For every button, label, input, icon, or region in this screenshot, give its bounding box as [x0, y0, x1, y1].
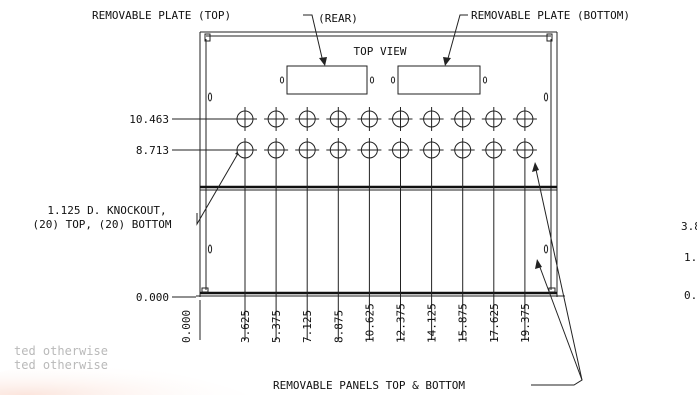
- column-dim-10: 19.375: [519, 303, 532, 343]
- knockout-bottom-5: [357, 138, 382, 162]
- column-dim-6: 12.375: [395, 303, 408, 343]
- knockout-bottom-2: [264, 138, 289, 162]
- column-dim-7: 14.125: [426, 303, 439, 343]
- knockout-top-4: [326, 107, 351, 131]
- watermark-text-2: ted otherwise: [14, 358, 108, 372]
- knockout-top-6: [388, 107, 413, 131]
- column-dim-9: 17.625: [488, 303, 501, 343]
- removable-panels-label: REMOVABLE PANELS TOP & BOTTOM: [273, 379, 465, 392]
- plate-top-label: REMOVABLE PLATE (TOP): [92, 9, 231, 22]
- enclosure-outline: [196, 31, 565, 297]
- knockout-top-1: [233, 107, 257, 131]
- leader-arrowheads: [235, 57, 542, 269]
- watermark-swoosh: [0, 363, 250, 395]
- removable-plate-bottom-outline: [390, 65, 488, 95]
- knockout-note-line1: 1.125 D. KNOCKOUT,: [47, 204, 166, 217]
- origin-y-label: 0.000: [136, 291, 169, 304]
- knockout-top-10: [512, 107, 537, 131]
- knockout-top-5: [357, 107, 382, 131]
- knockout-bottom-8: [450, 138, 475, 162]
- leader-lines: [196, 14, 583, 386]
- knockout-bottom-7: [419, 138, 444, 162]
- knockout-bottom-10: [512, 138, 537, 162]
- top-view-label: TOP VIEW: [354, 45, 407, 58]
- column-dim-1: 3.625: [239, 310, 252, 343]
- knockout-bottom-4: [326, 138, 351, 162]
- knockout-bottom-3: [295, 138, 320, 162]
- knockout-top-9: [481, 107, 506, 131]
- removable-plate-top-outline: [279, 65, 375, 95]
- column-dim-3: 7.125: [301, 310, 314, 343]
- column-dim-5: 10.625: [363, 303, 376, 343]
- knockout-bottom-9: [481, 138, 506, 162]
- row-dim-top: 10.463: [129, 113, 169, 126]
- watermark-text-1: ted otherwise: [14, 344, 108, 358]
- knockout-top-2: [264, 107, 289, 131]
- knockout-grid: [233, 107, 537, 162]
- column-dim-2: 5.375: [270, 310, 283, 343]
- column-extension-lines: [244, 162, 526, 340]
- knockout-bottom-1: [233, 138, 257, 162]
- right-partial-dim-3: 0.0: [684, 289, 697, 302]
- column-dim-8: 15.875: [457, 303, 470, 343]
- right-partial-dim-2: 1.8: [684, 251, 697, 264]
- rear-label: (REAR): [318, 12, 358, 25]
- knockout-top-3: [295, 107, 320, 131]
- knockout-top-8: [450, 107, 475, 131]
- column-dimensions: 3.625 5.375 7.125 8.875 10.625 12.375 14.125 15…: [239, 303, 532, 343]
- knockout-top-7: [419, 107, 444, 131]
- column-dim-4: 8.875: [332, 310, 345, 343]
- plate-bottom-label: REMOVABLE PLATE (BOTTOM): [471, 9, 630, 22]
- row-dim-bottom: 8.713: [136, 144, 169, 157]
- right-partial-dim-1: 3.8: [681, 220, 697, 233]
- knockout-note-line2: (20) TOP, (20) BOTTOM: [32, 218, 171, 231]
- origin-x-label: 0.000: [180, 310, 193, 343]
- knockout-bottom-6: [388, 138, 413, 162]
